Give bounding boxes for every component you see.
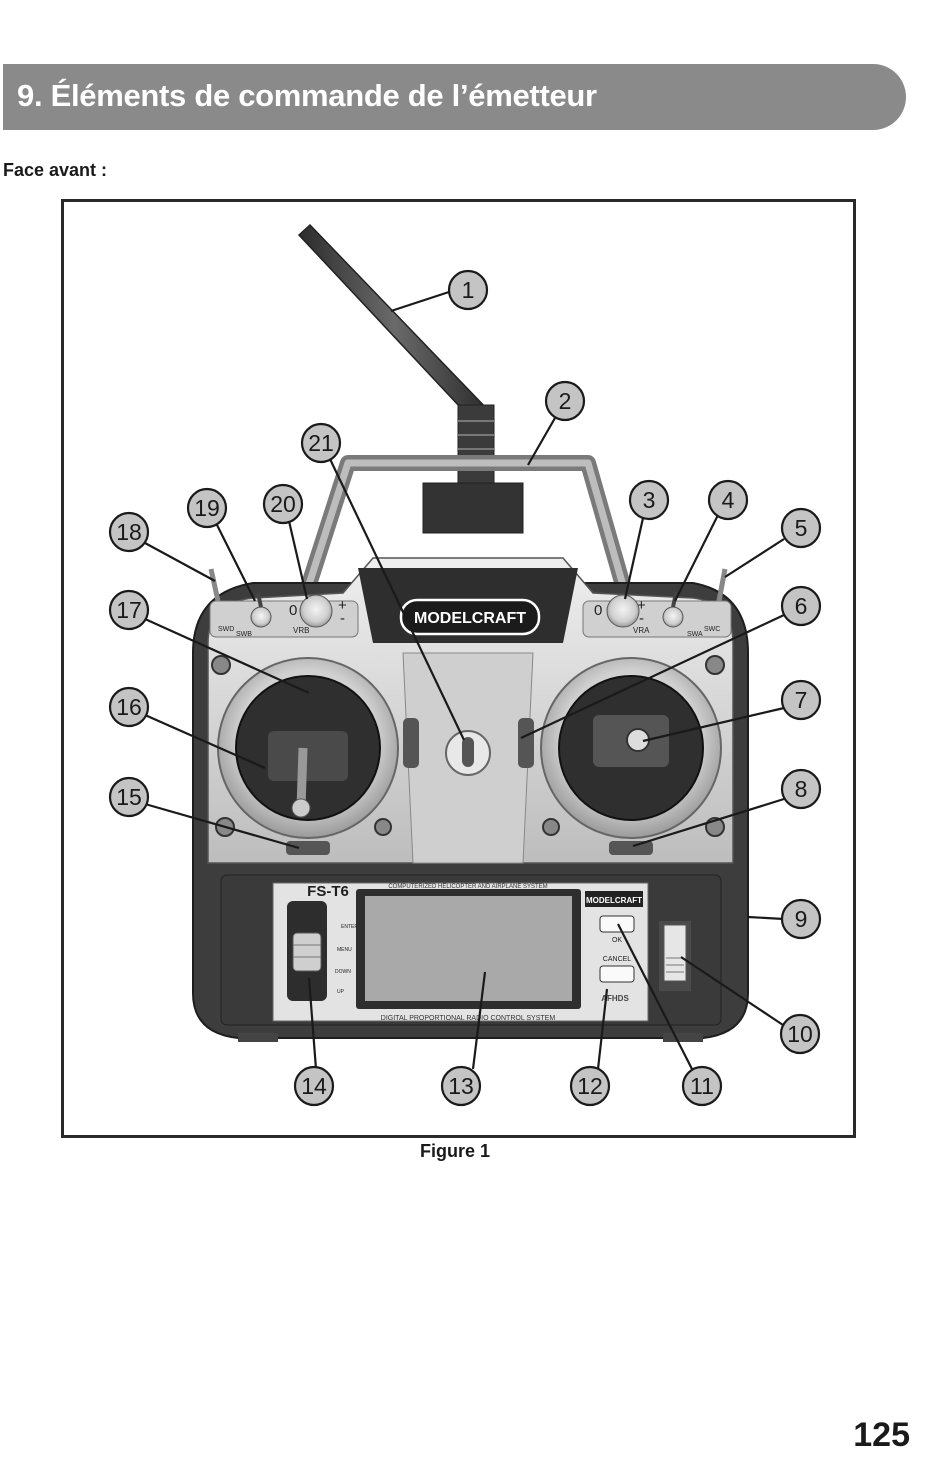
- callout-markers: 1 2 3 4 5 6 7 8 9 10 11 12 13 14 15 16 1…: [108, 269, 822, 1107]
- svg-text:3: 3: [643, 487, 656, 513]
- svg-text:+: +: [338, 597, 347, 614]
- callout-15: 15: [108, 776, 150, 818]
- brand-logo: MODELCRAFT: [414, 610, 526, 627]
- callout-leaders: [144, 289, 785, 1072]
- swb-switch[interactable]: [250, 606, 272, 628]
- svg-text:COMPUTERIZED HELICOPTER AND AI: COMPUTERIZED HELICOPTER AND AIRPLANE SYS…: [388, 884, 547, 890]
- carry-handle: [295, 455, 636, 606]
- figure-caption: Figure 1: [419, 1141, 490, 1161]
- svg-text:9: 9: [795, 906, 808, 932]
- svg-text:6: 6: [795, 593, 808, 619]
- callout-13: 13: [440, 1065, 482, 1107]
- svg-text:0: 0: [289, 602, 297, 619]
- svg-text:17: 17: [116, 597, 142, 623]
- svg-text:1: 1: [462, 277, 475, 303]
- left-vertical-trim[interactable]: [403, 718, 419, 768]
- svg-text:4: 4: [722, 487, 735, 513]
- right-stick-gimbal: [518, 657, 722, 855]
- vra-dial[interactable]: [606, 594, 640, 628]
- callout-19: 19: [186, 487, 228, 529]
- svg-text:11: 11: [690, 1073, 714, 1099]
- svg-text:-: -: [340, 610, 345, 627]
- callout-11: 11: [681, 1065, 723, 1107]
- section-label: Face avant :: [3, 160, 108, 180]
- svg-text:CANCEL: CANCEL: [603, 956, 632, 963]
- svg-text:ENTER: ENTER: [341, 924, 358, 930]
- callout-8: 8: [780, 768, 822, 810]
- ok-button[interactable]: [599, 915, 635, 933]
- svg-text:2: 2: [559, 388, 572, 414]
- antenna: [297, 223, 524, 534]
- svg-text:12: 12: [577, 1073, 603, 1099]
- svg-text:-: -: [639, 610, 644, 627]
- svg-text:OK: OK: [612, 937, 622, 944]
- svg-text:SWC: SWC: [704, 626, 720, 633]
- svg-text:SWA: SWA: [687, 631, 703, 638]
- svg-text:16: 16: [116, 694, 142, 720]
- callout-21: 21: [300, 422, 342, 464]
- callout-7: 7: [780, 679, 822, 721]
- callout-10: 10: [779, 1013, 821, 1055]
- callout-18: 18: [108, 511, 150, 553]
- vrb-dial[interactable]: [299, 594, 333, 628]
- left-stick-gimbal: [217, 657, 419, 855]
- callout-9: 9: [780, 898, 822, 940]
- callout-1: 1: [447, 269, 489, 311]
- swa-switch[interactable]: [662, 606, 684, 628]
- svg-text:VRB: VRB: [293, 626, 309, 635]
- svg-text:21: 21: [308, 430, 334, 456]
- right-vertical-trim[interactable]: [518, 718, 534, 768]
- callout-17: 17: [108, 589, 150, 631]
- control-panel: FS-T6 COMPUTERIZED HELICOPTER AND AIRPLA…: [220, 874, 722, 1026]
- switch-panel-right: 0 + - VRA SWA SWC: [582, 568, 732, 638]
- callout-14: 14: [293, 1065, 335, 1107]
- svg-text:+: +: [637, 597, 646, 614]
- svg-text:15: 15: [116, 784, 142, 810]
- svg-text:10: 10: [787, 1021, 813, 1047]
- svg-text:0: 0: [594, 602, 602, 619]
- swd-switch[interactable]: [208, 568, 221, 602]
- svg-text:18: 18: [116, 519, 142, 545]
- chapter-banner: 9. Éléments de commande de l’émetteur: [3, 64, 906, 130]
- svg-text:8: 8: [795, 776, 808, 802]
- callout-2: 2: [544, 380, 586, 422]
- callout-3: 3: [628, 479, 670, 521]
- svg-text:VRA: VRA: [633, 626, 650, 635]
- model-label: FS-T6: [307, 883, 349, 900]
- svg-text:19: 19: [194, 495, 220, 521]
- swc-switch[interactable]: [716, 568, 728, 602]
- svg-text:13: 13: [448, 1073, 474, 1099]
- svg-text:SWD: SWD: [218, 626, 234, 633]
- page-number: 125: [853, 1416, 910, 1454]
- callout-5: 5: [780, 507, 822, 549]
- power-slider[interactable]: [663, 924, 687, 982]
- right-horizontal-trim[interactable]: [609, 841, 653, 855]
- svg-text:DIGITAL PROPORTIONAL RADIO CON: DIGITAL PROPORTIONAL RADIO CONTROL SYSTE…: [381, 1015, 556, 1022]
- callout-6: 6: [780, 585, 822, 627]
- cancel-button[interactable]: [599, 965, 635, 983]
- left-stick[interactable]: [296, 747, 308, 809]
- chapter-heading: 9. Éléments de commande de l’émetteur: [17, 78, 597, 113]
- left-horizontal-trim[interactable]: [286, 841, 330, 855]
- svg-text:AFHDS: AFHDS: [601, 994, 629, 1003]
- callout-4: 4: [707, 479, 749, 521]
- callout-16: 16: [108, 686, 150, 728]
- svg-text:DOWN: DOWN: [335, 969, 351, 975]
- callout-12: 12: [569, 1065, 611, 1107]
- svg-text:20: 20: [270, 491, 296, 517]
- svg-text:SWB: SWB: [236, 631, 252, 638]
- lcd-display: [365, 896, 572, 1001]
- svg-text:UP: UP: [337, 989, 345, 995]
- svg-text:5: 5: [795, 515, 808, 541]
- figure-frame: MODELCRAFT SWD SWB VRB 0 + - 0 + - VRA S…: [61, 199, 856, 1138]
- callout-20: 20: [262, 483, 304, 525]
- svg-text:MODELCRAFT: MODELCRAFT: [586, 896, 642, 905]
- svg-text:7: 7: [795, 687, 808, 713]
- transmitter-illustration: MODELCRAFT SWD SWB VRB 0 + - 0 + - VRA S…: [108, 223, 822, 1107]
- svg-text:14: 14: [301, 1073, 327, 1099]
- svg-text:MENU: MENU: [337, 947, 352, 953]
- switch-panel-left: SWD SWB VRB 0 + -: [208, 568, 359, 638]
